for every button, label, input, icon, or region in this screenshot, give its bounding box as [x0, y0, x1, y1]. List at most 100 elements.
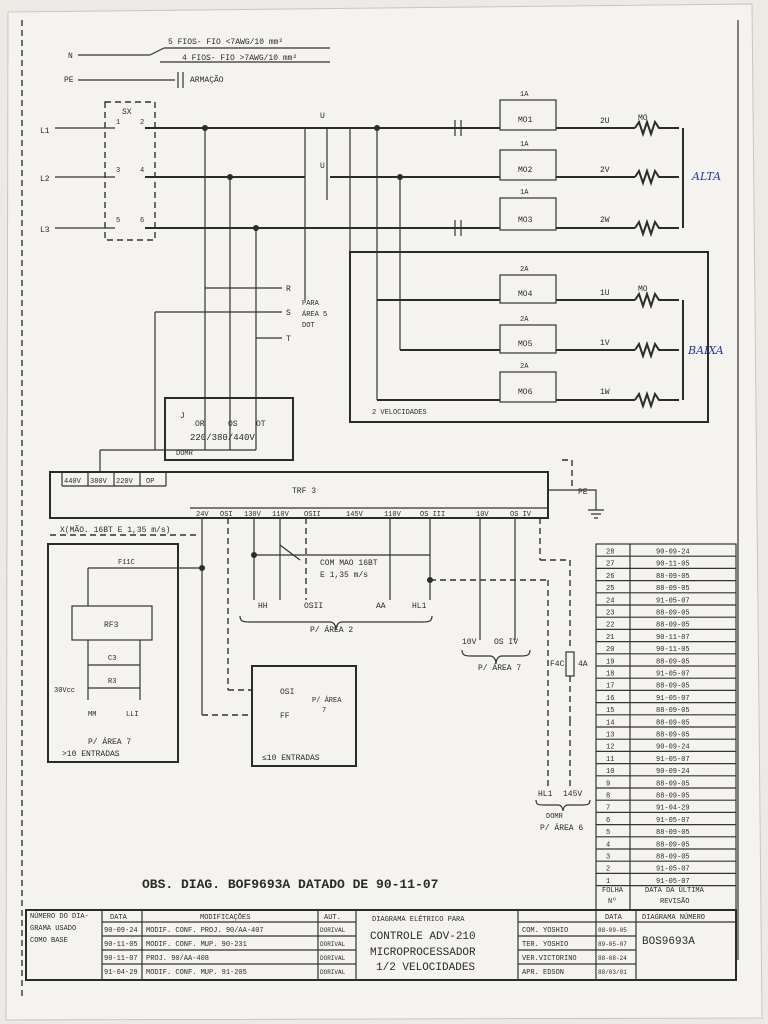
- jumper-term: OS: [228, 420, 238, 429]
- com-mao-note-2: E 1,35 m/s: [320, 571, 368, 580]
- mod-date: 90-11-07: [104, 955, 138, 963]
- rectifier-rf3: RF3: [104, 621, 119, 630]
- rev-sheet-number: 18: [606, 671, 614, 679]
- diagram-speeds: 1/2 VELOCIDADES: [376, 962, 475, 974]
- rev-date: 88-09-05: [656, 622, 690, 630]
- left-module-label: P/ ÁREA 7: [88, 738, 131, 747]
- primary-tap: 220V: [116, 478, 134, 486]
- motor-term-2v: 2V: [600, 166, 610, 175]
- rev-sheet-number: 20: [606, 646, 614, 654]
- aux-label: 2A: [520, 363, 529, 371]
- left-module-count: >10 ENTRADAS: [62, 750, 120, 759]
- secondary-tap: OS IV: [510, 511, 532, 519]
- contactor-mo4-label: MO4: [518, 290, 533, 299]
- low-speed-box: 2A MO4 2A MO5 2A MO6 1U 1V 1W MO BAIXA 2…: [349, 251, 724, 423]
- rev-sheet-number: 23: [606, 610, 614, 618]
- area5-term-s: S: [286, 309, 291, 318]
- pe-label: PE: [64, 76, 74, 85]
- breaker-term: 6: [140, 217, 144, 225]
- base-col-header: NÚMERO DO DIA-: [30, 911, 89, 921]
- rev-date: 88-09-05: [656, 658, 690, 666]
- area2-term: HL1: [412, 602, 427, 611]
- rev-date: 91-05-07: [656, 817, 690, 825]
- breaker-term: 4: [140, 167, 144, 175]
- rev-date: 90-11-05: [656, 646, 690, 654]
- area5-label: ÁREA 5: [302, 310, 327, 319]
- rev-sheet-number: 25: [606, 585, 614, 593]
- high-speed-note: ALTA: [691, 170, 721, 183]
- area7-right-terminals: 10V OS IV P/ ÁREA 7: [461, 638, 531, 673]
- module-term: FF: [280, 712, 290, 721]
- area7-label: P/ ÁREA 7: [478, 664, 521, 673]
- breaker-term: 3: [116, 167, 120, 175]
- motor-term-1v: 1V: [600, 339, 610, 348]
- area2-label: P/ ÁREA 2: [310, 626, 353, 635]
- rev-sheet-number: 15: [606, 707, 614, 715]
- armacao-label: ARMAÇÃO: [190, 76, 224, 85]
- area5-term-r: R: [286, 285, 291, 294]
- pe-ground-label: PE: [578, 488, 588, 497]
- area6-terminals: HL1 145V DOMR P/ ÁREA 6: [535, 790, 591, 833]
- jumper-tag: DOMR: [176, 450, 194, 458]
- neutral-label: N: [68, 52, 73, 61]
- mod-author: DORIVAL: [320, 969, 346, 976]
- resistor-r3: R3: [108, 678, 116, 686]
- rev-sheet-number: 3: [606, 854, 610, 862]
- rev-date: 91-05-07: [656, 866, 690, 874]
- aux-label: 2A: [520, 266, 529, 274]
- mid-module-label-2: 7: [322, 707, 326, 715]
- contactor-mo2-label: MO2: [518, 166, 533, 175]
- low-speed-note: BAIXA: [687, 344, 724, 357]
- diagram-header: DIAGRAMA ELÉTRICO PARA: [372, 915, 465, 924]
- number-header: DIAGRAMA NÚMERO: [642, 912, 705, 922]
- high-speed-contactors: 1A MO1 1A MO2 1A MO3 2U 2V 2W MO ALTA: [440, 91, 721, 238]
- rev-date: 88-09-05: [656, 732, 690, 740]
- rev-date: 88-09-05: [656, 573, 690, 581]
- rev-sheet-number: 17: [606, 683, 614, 691]
- secondary-tap: 110V: [384, 511, 402, 519]
- mains-breaker: SX L1 L2 L3 1 2 3 4 5 6: [40, 101, 156, 241]
- area5-outputs: R S T PARA ÁREA 5 DOT: [154, 285, 327, 450]
- secondary-tap: 110V: [272, 511, 290, 519]
- signoff-date: 89-05-07: [598, 941, 627, 948]
- breaker-term: 1: [116, 119, 120, 127]
- rev-date: 90-09-24: [656, 549, 690, 557]
- rev-sheet-number: 27: [606, 561, 614, 569]
- motor-term-2u: 2U: [600, 117, 610, 126]
- obs-note: OBS. DIAG. BOF9693A DATADO DE 90-11-07: [142, 877, 438, 892]
- rev-sheet-number: 10: [606, 768, 614, 776]
- signoff-date: 88/03/01: [598, 969, 627, 976]
- secondary-tap: OS III: [420, 511, 445, 519]
- paper-sheet: [5, 3, 763, 1021]
- mod-description: MODIF. CONF. PROJ. 90/AA-407: [146, 927, 264, 935]
- mod-author: DORIVAL: [320, 955, 346, 962]
- area6-tag: DOMR: [546, 813, 564, 821]
- motor-term-1u: 1U: [600, 289, 610, 298]
- area6-term: 145V: [563, 790, 582, 799]
- jumper-j: J: [180, 412, 185, 421]
- rev-sheet-number: 6: [606, 817, 610, 825]
- rev-date: 88-09-05: [656, 610, 690, 618]
- base-col-header: GRAMA USADO: [30, 925, 76, 933]
- motor-label: MO: [638, 285, 648, 294]
- mod-col-header: MODIFICAÇÕES: [200, 913, 250, 922]
- mod-author: DORIVAL: [320, 927, 346, 934]
- aux-label: 1A: [520, 91, 529, 99]
- fuse-name: F4C: [550, 660, 565, 669]
- rev-date: 88-09-05: [656, 780, 690, 788]
- contactor-mo5-label: MO5: [518, 340, 533, 349]
- aux-label: 1A: [520, 141, 529, 149]
- mid-module-count: ≤10 ENTRADAS: [262, 754, 320, 763]
- breaker-term: 2: [140, 119, 144, 127]
- module-term: LLI: [126, 711, 139, 719]
- contactor-u-label: U: [320, 112, 325, 121]
- rev-date: 88-09-05: [656, 854, 690, 862]
- rev-sheet-number: 9: [606, 780, 610, 788]
- rev-sheet-number: 14: [606, 719, 614, 727]
- motor-label: MO: [638, 114, 648, 123]
- secondary-tap: 130V: [244, 511, 262, 519]
- rev-sheet-number: 8: [606, 793, 610, 801]
- rev-date: 91-05-07: [656, 695, 690, 703]
